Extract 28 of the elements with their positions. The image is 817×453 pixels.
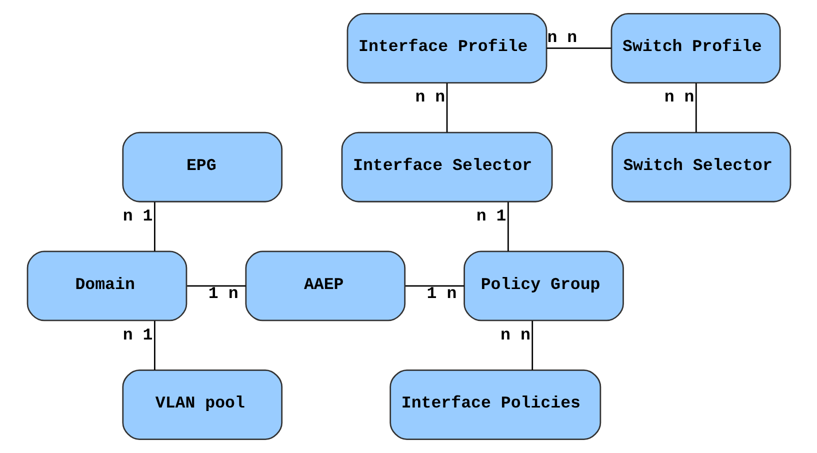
- edge-label: n 1: [476, 206, 506, 226]
- connector: [186, 285, 246, 287]
- node-box: VLAN pool: [122, 370, 282, 440]
- connector: [546, 48, 611, 49]
- edge-label: n n: [546, 28, 577, 48]
- connector: [506, 202, 508, 252]
- edge-label: n 1: [122, 325, 152, 344]
- connector: [531, 320, 533, 370]
- connector: [404, 285, 464, 287]
- edge-label: n 1: [122, 206, 152, 226]
- connector: [154, 202, 155, 252]
- node-box: EPG: [122, 132, 282, 202]
- node-box: Switch Profile: [610, 12, 780, 84]
- node-box: Domain: [26, 250, 187, 322]
- connector: [694, 83, 696, 132]
- edge-label: n n: [500, 325, 530, 344]
- node-box: AAEP: [244, 250, 406, 322]
- node-box: Interface Selector: [340, 132, 552, 202]
- edge-label: 1 n: [426, 284, 456, 303]
- edge-label: 1 n: [208, 284, 238, 303]
- node-box: Policy Group: [463, 250, 624, 322]
- edge-label: n n: [414, 88, 445, 107]
- node-box: Switch Selector: [610, 132, 791, 202]
- node-box: Interface Profile: [346, 12, 547, 84]
- node-box: Interface Policies: [389, 370, 601, 440]
- connector: [154, 320, 155, 370]
- edge-label: n n: [664, 88, 694, 107]
- connector: [446, 83, 448, 132]
